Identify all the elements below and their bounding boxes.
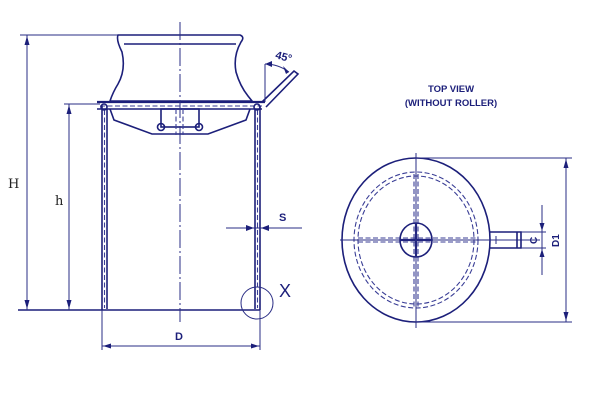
bolt-left [156,122,166,132]
D1-label: D1 [551,234,562,247]
h-arrow-top [66,105,72,114]
detail-circle [240,286,274,320]
lug [489,231,522,249]
H-arrow-top [24,36,30,45]
angle-arrow-2 [283,66,289,74]
detail-X-label: X [279,281,291,301]
D-label: D [175,331,183,343]
roller-profile [108,34,254,102]
S-arrow-right [261,225,269,231]
weld-left [100,103,108,111]
angle-arrow-1 [265,61,272,67]
angled-lip [261,69,300,108]
C-label: C [529,237,540,244]
top-view-subtitle: (WITHOUT ROLLER) [405,98,497,109]
D1-arrow-bottom [563,312,569,321]
h-label: h [55,194,64,209]
H-arrow-bottom [24,300,30,309]
side-view: 45° H h [8,22,302,350]
D-arrow-right [251,343,259,349]
D1-arrow-top [563,159,569,168]
H-label: H [8,177,19,192]
top-view-title: TOP VIEW [428,84,474,95]
weld-right [253,103,261,111]
top-view: TOP VIEW (WITHOUT ROLLER) D1 [340,84,572,328]
C-arrow-bottom [539,249,545,257]
C-arrow-top [539,223,545,231]
D-arrow-left [103,343,111,349]
S-label: S [279,212,286,224]
S-arrow-left [246,225,254,231]
h-arrow-bottom [66,300,72,309]
bolt-right [194,122,204,132]
angle-label: 45° [274,49,293,65]
